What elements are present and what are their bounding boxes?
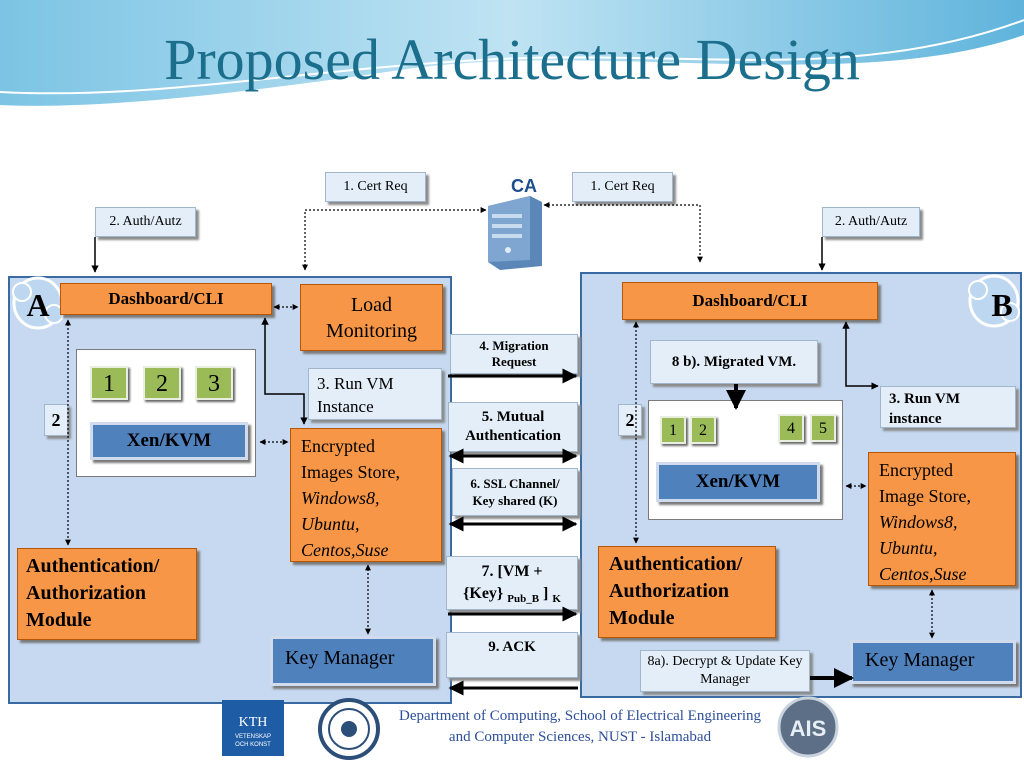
msg-ack: 9. ACK [446,632,578,678]
node-b-decrypt-update-label: 8a). Decrypt & Update Key Manager [640,650,810,692]
node-a-step-2: 2 [44,404,68,436]
node-a-encrypted-store[interactable]: Encrypted Images Store, Windows8, Ubuntu… [290,428,442,562]
kth-logo-line2: VETENSKAP [235,734,271,740]
msg-vm-key-k: K [552,593,561,606]
nust-seal-logo [318,698,380,760]
ca-label: CA [511,176,537,196]
node-b-vm-slot-4[interactable]: 4 [778,414,804,442]
auth-autz-left-label: 2. Auth/Autz [95,207,196,237]
cert-req-left-label: 1. Cert Req [325,172,426,202]
ais-logo-text: AIS [790,716,827,741]
node-a-store-os3: Centos,Suse [301,540,389,560]
node-a-load-monitoring[interactable]: Load Monitoring [300,284,443,351]
node-a-store-line1: Encrypted [301,436,375,456]
node-b-vm-slot-1[interactable]: 1 [660,416,686,444]
cert-req-right-connector [543,202,703,263]
node-a-badge-letter: A [26,287,49,323]
node-a-cloud-badge: A [12,276,64,330]
page-title: Proposed Architecture Design [164,27,860,92]
ca-server-icon: CA [478,172,550,272]
node-b-run-vm-label: 3. Run VM instance [880,386,1016,428]
node-a-store-line2: Images Store, [301,462,400,482]
node-a-vm-slot-2[interactable]: 2 [143,366,181,400]
msg-vm-key-line2: {Key} Pub_B ] K [447,583,577,610]
msg-mutual-auth: 5. Mutual Authentication [448,402,578,452]
node-a-vm-slot-3[interactable]: 3 [195,366,233,400]
header-wave [0,0,1024,111]
node-b-migrated-vm-label: 8 b). Migrated VM. [650,340,818,384]
msg-ssl-channel: 6. SSL Channel/ Key shared (K) [452,468,578,516]
node-a-vm-slot-1[interactable]: 1 [90,366,128,400]
node-b-badge-letter: B [991,287,1012,323]
node-b-key-manager[interactable]: Key Manager [850,640,1016,684]
msg-vm-key: 7. [VM + {Key} Pub_B ] K [446,556,578,610]
node-a-store-os2: Ubuntu, [301,514,360,534]
node-b-hypervisor: Xen/KVM [656,462,820,502]
node-a-dashboard[interactable]: Dashboard/CLI [60,283,272,315]
node-b-step-2: 2 [618,404,642,436]
node-b-vm-slot-5[interactable]: 5 [810,414,836,442]
kth-logo-line3: OCH KONST [235,742,271,748]
kth-logo-text: KTH [239,715,268,730]
node-b-store-os3: Centos,Suse [879,564,967,584]
msg-vm-key-line1: 7. [VM + [481,563,543,580]
auth-autz-right-label: 2. Auth/Autz [822,207,920,237]
footer-department-text: Department of Computing, School of Elect… [399,708,761,745]
node-a-store-os1: Windows8, [301,488,380,508]
node-b-auth-module[interactable]: Authentication/ Authorization Module [598,546,776,638]
node-a-hypervisor: Xen/KVM [90,422,248,460]
node-a-run-vm-label: 3. Run VM Instance [308,368,442,420]
node-b-cloud-badge: B [968,274,1020,328]
node-b-store-os2: Ubuntu, [879,538,938,558]
cert-req-left-connector [302,207,487,271]
ais-logo: AIS [777,696,839,758]
node-a-key-manager[interactable]: Key Manager [270,636,436,686]
node-b-store-line2: Image Store, [879,486,971,506]
kth-logo: KTH VETENSKAP OCH KONST [222,700,284,756]
node-a-auth-module[interactable]: Authentication/ Authorization Module [17,548,197,640]
node-b-store-line1: Encrypted [879,460,953,480]
node-b-store-os1: Windows8, [879,512,958,532]
msg-vm-key-sub: Pub_B [507,593,540,606]
msg-vm-key-key: {Key} [463,585,504,602]
msg-migration-request: 4. Migration Request [450,334,578,374]
node-b-vm-slot-2[interactable]: 2 [690,416,716,444]
node-b-dashboard[interactable]: Dashboard/CLI [622,282,878,320]
node-b-encrypted-store[interactable]: Encrypted Image Store, Windows8, Ubuntu,… [868,452,1016,586]
msg-vm-key-close: ] [543,585,549,602]
cert-req-right-label: 1. Cert Req [572,172,673,202]
